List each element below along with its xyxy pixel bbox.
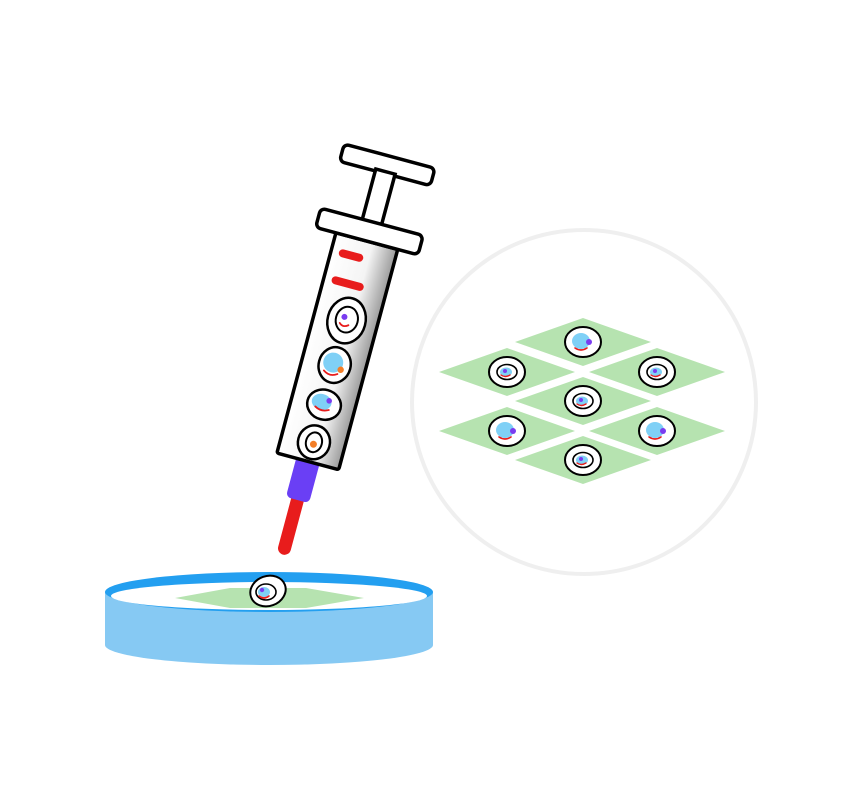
magnified-view-icon [410, 228, 758, 576]
syringe-cell [296, 424, 332, 461]
syringe-icon [275, 143, 436, 555]
tissue-cell [589, 407, 725, 455]
tissue-cell [439, 348, 575, 396]
syringe-cell [317, 345, 353, 385]
syringe-cell [326, 296, 368, 345]
petri-dish-icon [105, 572, 433, 665]
tissue-cell [515, 436, 651, 484]
tissue-cell [515, 377, 651, 425]
tissue-cell [439, 407, 575, 455]
tissue-cell [589, 348, 725, 396]
tissue-cell [515, 318, 651, 366]
dish-cell [249, 574, 287, 608]
syringe-cell [305, 388, 343, 422]
